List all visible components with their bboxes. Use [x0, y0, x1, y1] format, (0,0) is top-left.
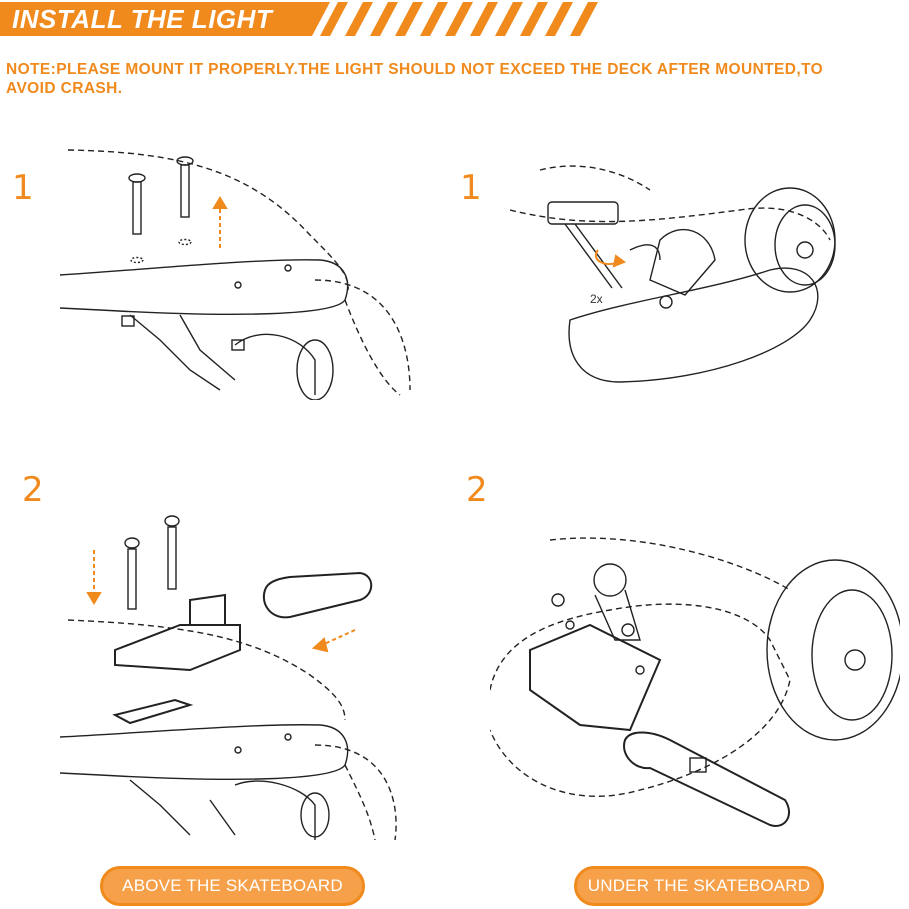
under-skateboard-label: UNDER THE SKATEBOARD [574, 866, 824, 906]
above-skateboard-label: ABOVE THE SKATEBOARD [100, 866, 365, 906]
deck-top-screws-illustration [60, 149, 411, 400]
screw-count-label: 2x [590, 292, 603, 306]
step-number-under-2: 2 [466, 470, 488, 510]
step-number-under-1: 1 [460, 168, 482, 208]
title-banner [0, 2, 330, 36]
step-number-above-2: 2 [22, 470, 44, 510]
decorative-stripes [320, 2, 598, 36]
mounting-note: NOTE:PLEASE MOUNT IT PROPERLY.THE LIGHT … [6, 61, 824, 97]
bracket-mount-underside-illustration [490, 537, 900, 827]
page-title: INSTALL THE LIGHT [12, 4, 273, 34]
bracket-mount-top-illustration [60, 515, 397, 841]
deck-underside-tool-illustration [510, 165, 836, 383]
step-number-above-1: 1 [12, 168, 34, 208]
